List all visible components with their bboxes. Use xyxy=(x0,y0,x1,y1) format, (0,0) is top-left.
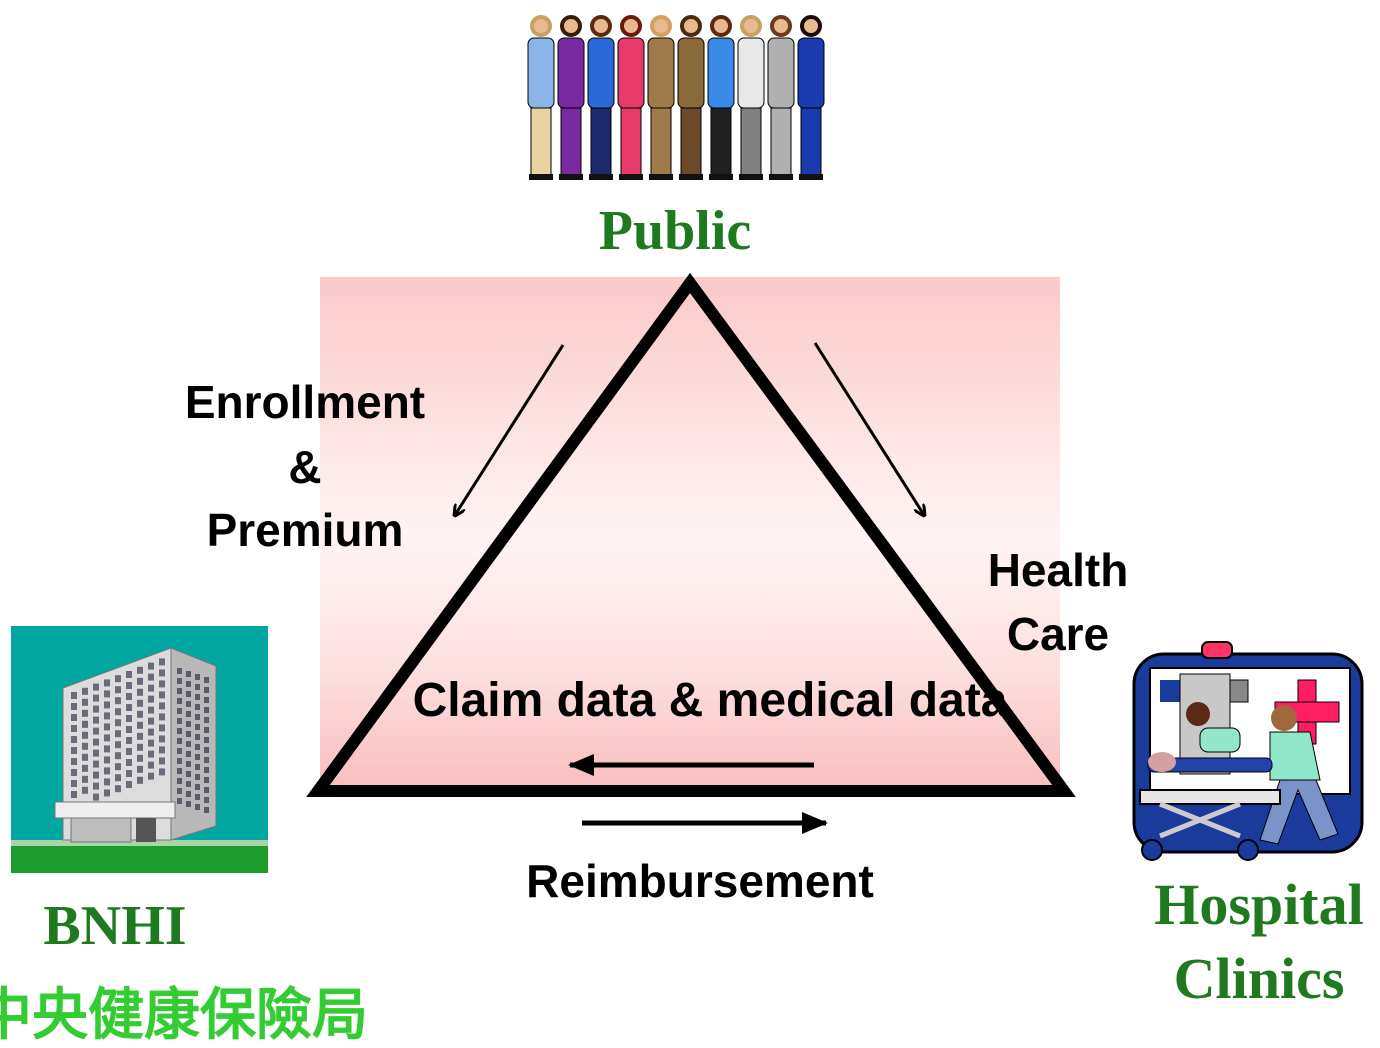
enrollment-ampersand: & xyxy=(288,441,322,493)
health-label: Health xyxy=(987,544,1129,596)
relationship-triangle xyxy=(306,272,1076,797)
bnhi-chinese-name: 中央健康保險局 xyxy=(0,983,368,1048)
clinics-label: Clinics xyxy=(1173,946,1345,1011)
enrollment-arrow xyxy=(455,344,565,515)
hospital-label: Hospital xyxy=(1154,872,1364,937)
bnhi-label: BNHI xyxy=(43,895,187,957)
enrollment-label: Enrollment xyxy=(184,376,426,428)
diagram-background xyxy=(320,277,1060,797)
reimbursement-label: Reimbursement xyxy=(526,855,874,907)
crowd-of-people-icon xyxy=(526,8,826,188)
flow-diagram xyxy=(306,272,1076,834)
public-label: Public xyxy=(598,200,752,262)
care-label: Care xyxy=(1006,608,1110,660)
premium-label: Premium xyxy=(206,504,404,556)
health-care-arrow xyxy=(813,342,924,515)
claim-data-label: Claim data & medical data xyxy=(412,674,1008,727)
ambulance-stretcher-icon xyxy=(1130,640,1375,872)
office-building-icon xyxy=(11,626,268,873)
